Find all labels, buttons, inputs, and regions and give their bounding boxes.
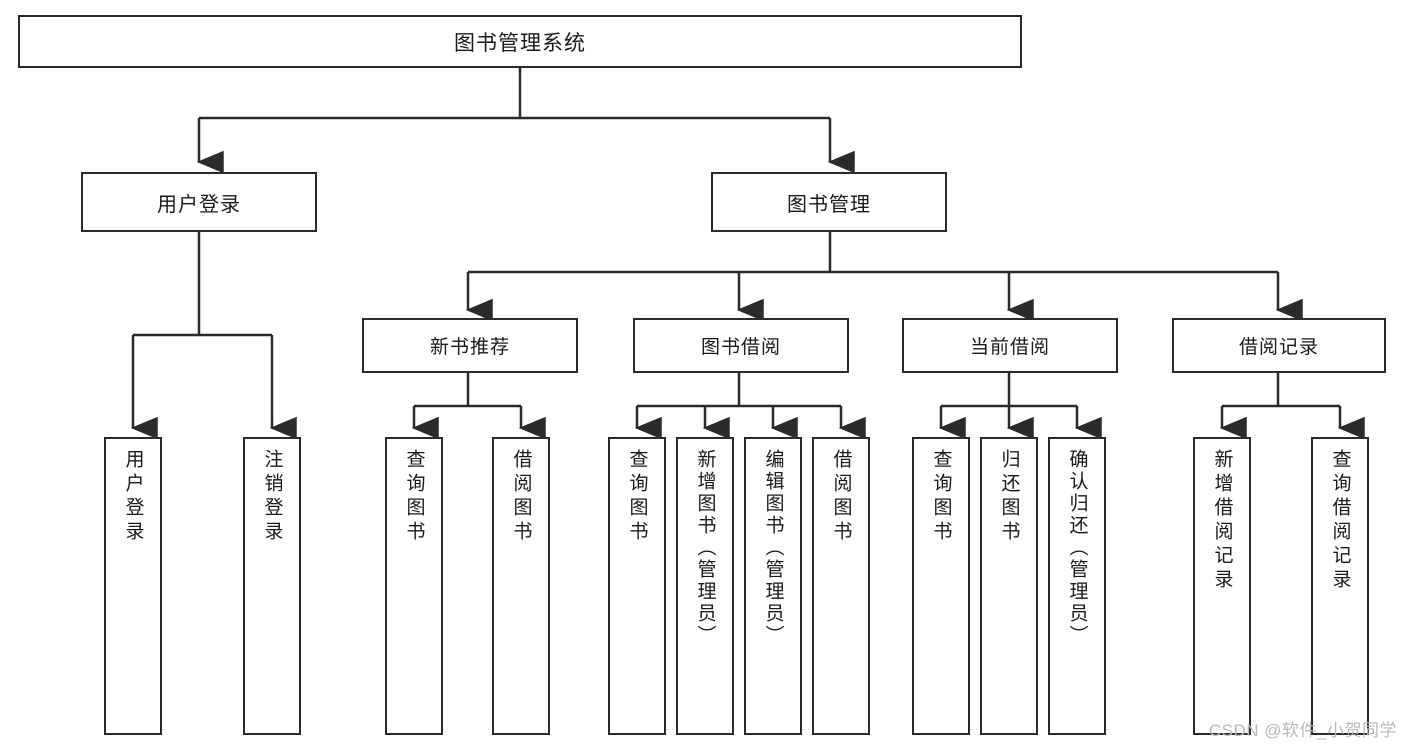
node-leaf-add-borrow-record[interactable]: 新增借阅记录: [1193, 437, 1251, 735]
node-leaf-query-book-1-label: 查询图书: [403, 449, 425, 545]
node-current-borrow[interactable]: 当前借阅: [902, 318, 1118, 373]
node-leaf-borrow-book-1-label: 借阅图书: [510, 449, 532, 545]
node-book-borrow-label: 图书借阅: [700, 337, 781, 358]
node-leaf-add-book-admin-label: 新增图书（管理员）: [694, 449, 716, 647]
node-root[interactable]: 图书管理系统: [18, 15, 1022, 68]
node-book-borrow[interactable]: 图书借阅: [633, 318, 849, 373]
node-leaf-query-borrow-record-label: 查询借阅记录: [1329, 449, 1351, 593]
node-leaf-confirm-return-admin-label: 确认归还（管理员）: [1066, 449, 1088, 647]
node-leaf-query-book-2-label: 查询图书: [626, 449, 648, 545]
node-leaf-logout-login[interactable]: 注销登录: [243, 437, 301, 735]
node-leaf-confirm-return-admin[interactable]: 确认归还（管理员）: [1048, 437, 1106, 735]
node-leaf-query-borrow-record[interactable]: 查询借阅记录: [1311, 437, 1369, 735]
node-leaf-borrow-book-2[interactable]: 借阅图书: [812, 437, 870, 735]
node-new-book-recommend[interactable]: 新书推荐: [362, 318, 578, 373]
node-borrow-record[interactable]: 借阅记录: [1172, 318, 1386, 373]
node-leaf-edit-book-admin-label: 编辑图书（管理员）: [762, 449, 784, 647]
node-leaf-user-login-label: 用户登录: [122, 449, 144, 545]
node-leaf-user-login[interactable]: 用户登录: [104, 437, 162, 735]
node-leaf-edit-book-admin[interactable]: 编辑图书（管理员）: [744, 437, 802, 735]
watermark: CSDN @软件_小贺同学: [1208, 721, 1397, 740]
node-user-login-label: 用户登录: [157, 193, 241, 216]
node-leaf-borrow-book-1[interactable]: 借阅图书: [492, 437, 550, 735]
node-leaf-query-book-3-label: 查询图书: [930, 449, 952, 545]
node-leaf-add-book-admin[interactable]: 新增图书（管理员）: [676, 437, 734, 735]
node-leaf-return-book[interactable]: 归还图书: [980, 437, 1038, 735]
node-user-login[interactable]: 用户登录: [81, 172, 317, 232]
node-leaf-query-book-3[interactable]: 查询图书: [912, 437, 970, 735]
node-book-manage-label: 图书管理: [787, 193, 871, 216]
node-borrow-record-label: 借阅记录: [1238, 337, 1319, 358]
node-new-book-recommend-label: 新书推荐: [429, 337, 510, 358]
node-book-manage[interactable]: 图书管理: [711, 172, 947, 232]
node-leaf-query-book-1[interactable]: 查询图书: [385, 437, 443, 735]
node-root-label: 图书管理系统: [454, 31, 586, 55]
node-leaf-logout-login-label: 注销登录: [261, 449, 283, 545]
node-leaf-borrow-book-2-label: 借阅图书: [830, 449, 852, 545]
node-leaf-query-book-2[interactable]: 查询图书: [608, 437, 666, 735]
node-leaf-return-book-label: 归还图书: [998, 449, 1020, 545]
node-leaf-add-borrow-record-label: 新增借阅记录: [1211, 449, 1233, 593]
node-current-borrow-label: 当前借阅: [969, 337, 1050, 358]
